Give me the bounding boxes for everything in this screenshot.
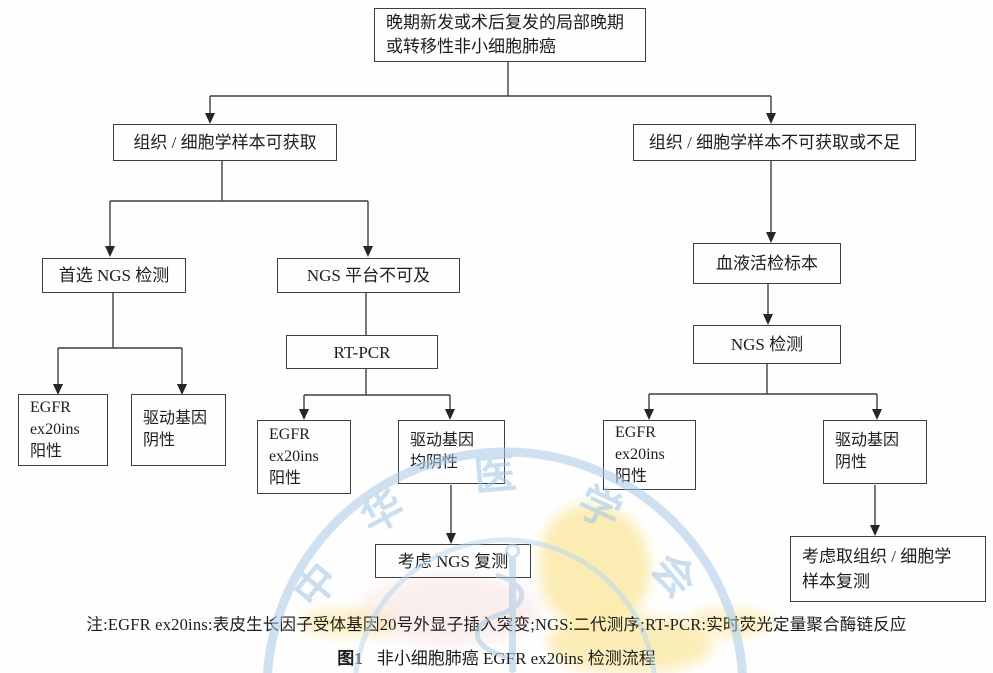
figure-caption: 图1 非小细胞肺癌 EGFR ex20ins 检测流程 [0,644,993,669]
node-consider-ngs-retest: 考虑 NGS 复测 [375,544,531,578]
node-egfr-ex20ins-positive-2: EGFR ex20ins 阳性 [257,420,351,494]
figure-note: 注:EGFR ex20ins:表皮生长因子受体基因20号外显子插入突变;NGS:… [86,615,907,634]
node-ngs-platform-unavailable: NGS 平台不可及 [277,258,460,293]
node-advanced-nsclc: 晚期新发或术后复发的局部晚期 或转移性非小细胞肺癌 [374,8,646,62]
node-liquid-biopsy: 血液活检标本 [693,243,841,284]
node-rt-pcr: RT-PCR [286,335,438,369]
node-ngs-preferred: 首选 NGS 检测 [42,258,186,293]
node-tissue-sample-unavailable: 组织 / 细胞学样本不可获取或不足 [633,124,916,161]
node-ngs-test: NGS 检测 [693,325,841,364]
figure-caption-label: 图1 [337,649,363,668]
node-consider-tissue-retest: 考虑取组织 / 细胞学 样本复测 [790,536,986,602]
node-tissue-sample-available: 组织 / 细胞学样本可获取 [113,124,337,161]
node-driver-gene-all-negative: 驱动基因 均阴性 [398,420,505,484]
node-driver-gene-negative-2: 驱动基因 阴性 [823,420,927,484]
node-egfr-ex20ins-positive-1: EGFR ex20ins 阳性 [18,394,108,466]
node-driver-gene-negative-1: 驱动基因 阴性 [131,394,226,466]
figure-caption-title: 非小细胞肺癌 EGFR ex20ins 检测流程 [376,649,656,668]
node-egfr-ex20ins-positive-3: EGFR ex20ins 阳性 [603,420,696,490]
